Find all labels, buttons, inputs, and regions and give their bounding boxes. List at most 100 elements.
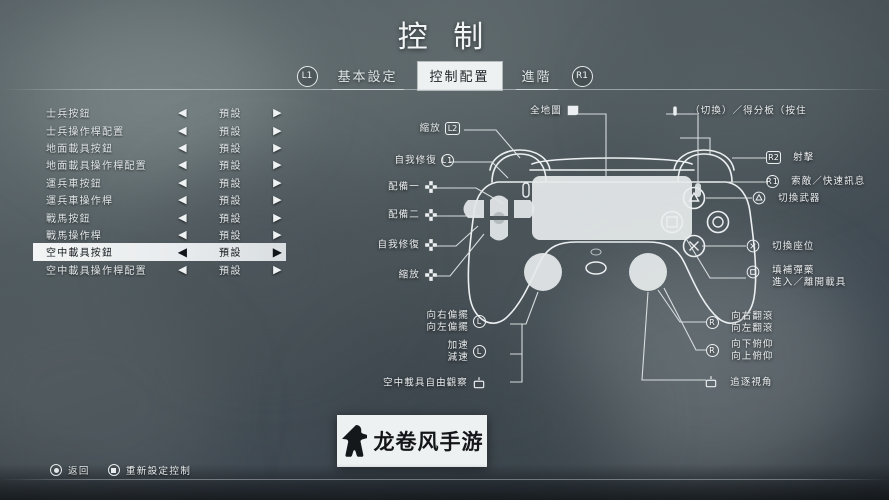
next-value-arrow-icon[interactable]: ▶ — [273, 106, 283, 120]
list-item-label: 士兵操作桿配置 — [46, 126, 125, 138]
list-item[interactable]: 戰馬操作桿 ◀ 預設 ▶ — [33, 226, 286, 243]
meeple-icon — [341, 425, 367, 457]
square-button-icon — [746, 265, 760, 279]
list-item-value: 預設 — [219, 265, 242, 277]
dpad-icon — [424, 268, 438, 282]
bottom-actions: 返回 重新設定控制 — [50, 463, 191, 477]
cross-button-icon — [746, 239, 760, 253]
face-buttons — [660, 186, 730, 258]
list-item-value: 預設 — [219, 248, 242, 260]
prev-value-arrow-icon[interactable]: ◀ — [177, 244, 189, 259]
list-item-value: 預設 — [219, 109, 242, 121]
settings-list: 士兵按鈕 ◀ 預設 ▶ 士兵操作桿配置 ◀ 預設 ▶ 地面載具按鈕 ◀ 預設 ▶… — [33, 104, 286, 278]
touchpad-shape — [532, 176, 692, 240]
prev-value-arrow-icon[interactable]: ◀ — [178, 175, 188, 189]
list-item-value: 預設 — [219, 230, 242, 242]
list-item-value: 預設 — [219, 143, 242, 155]
next-value-arrow-icon[interactable]: ▶ — [273, 193, 283, 207]
callout-yaw: 向右偏擺 向左偏擺 L — [390, 310, 486, 333]
callout-switch-seat: 切換座位 — [746, 239, 815, 253]
prev-value-arrow-icon[interactable]: ◀ — [178, 158, 188, 172]
left-stick-shape — [524, 253, 562, 291]
callout-resupply-text: 填補彈藥 進入／離開載具 — [772, 265, 847, 288]
leader-lines-left — [436, 129, 539, 383]
next-value-arrow-icon[interactable]: ▶ — [273, 210, 283, 224]
list-item[interactable]: 戰馬按鈕 ◀ 預設 ▶ — [33, 208, 286, 225]
callout-free-look: 空中載具自由觀察 — [338, 376, 486, 390]
right-stick-shape — [629, 253, 667, 291]
next-value-arrow-icon[interactable]: ▶ — [273, 158, 283, 172]
callout-zoom-dpad: 縮放 — [334, 268, 438, 282]
list-item[interactable]: 空中載具操作桿配置 ◀ 預設 ▶ — [33, 261, 286, 278]
next-value-arrow-icon[interactable]: ▶ — [273, 262, 283, 276]
right-stick-icon: R — [706, 316, 719, 329]
tab-basic-settings[interactable]: 基本設定 — [325, 62, 409, 90]
list-item-selected[interactable]: 空中載具按鈕 ◀ 預設 ▶ — [33, 243, 286, 261]
controller-diagram: 縮放 L2 自我修復 L1 配備一 配備二 自我修復 縮放 — [377, 92, 880, 412]
callout-resupply-enter-vehicle: 填補彈藥 進入／離開載具 — [746, 265, 846, 288]
list-item-value: 預設 — [219, 178, 242, 190]
ps-circle-icon — [50, 464, 62, 476]
r2-button-icon: R2 — [766, 151, 781, 164]
tab-bar: L1 基本設定 控制配置 進階 R1 — [296, 62, 593, 90]
reset-controls-label: 重新設定控制 — [125, 466, 192, 477]
right-bumper-icon[interactable]: R1 — [571, 65, 593, 87]
list-item[interactable]: 地面載具按鈕 ◀ 預設 ▶ — [33, 139, 286, 156]
list-item[interactable]: 運兵車操作桿 ◀ 預設 ▶ — [33, 191, 286, 208]
watermark-text: 龙卷风手游 — [373, 430, 484, 454]
list-item-label: 運兵車操作桿 — [46, 196, 114, 208]
callout-gadget-two: 配備二 — [344, 208, 438, 222]
next-value-arrow-icon[interactable]: ▶ — [273, 123, 283, 137]
tab-control-config[interactable]: 控制配置 — [417, 62, 502, 90]
back-button[interactable]: 返回 — [50, 463, 90, 477]
back-button-label: 返回 — [68, 466, 90, 477]
reset-controls-button[interactable]: 重新設定控制 — [107, 463, 192, 477]
tab-advanced[interactable]: 進階 — [510, 62, 564, 90]
callout-pitch: R 向下俯仰 向上俯仰 — [706, 339, 774, 362]
list-item-label: 運兵車按鈕 — [46, 178, 102, 190]
triangle-button-icon — [752, 191, 766, 205]
list-item[interactable]: 地面載具操作桿配置 ◀ 預設 ▶ — [33, 156, 286, 173]
prev-value-arrow-icon[interactable]: ◀ — [178, 123, 188, 137]
callout-pitch-text: 向下俯仰 向上俯仰 — [731, 339, 774, 362]
left-bumper-icon[interactable]: L1 — [296, 65, 318, 87]
controller-svg — [436, 113, 766, 383]
right-stick-icon: R — [706, 344, 719, 357]
callout-zoom-l2: 縮放 L2 — [370, 122, 460, 135]
list-item[interactable]: 士兵按鈕 ◀ 預設 ▶ — [33, 104, 286, 121]
page-title: 控 制 — [397, 20, 492, 55]
list-item[interactable]: 士兵操作桿配置 ◀ 預設 ▶ — [33, 121, 286, 138]
dpad-shape — [463, 195, 535, 241]
list-item-label: 地面載具按鈕 — [46, 143, 114, 155]
dpad-icon — [424, 208, 438, 222]
callout-chase-camera: 追逐視角 — [704, 375, 773, 389]
callout-roll-text: 向右翻滾 向左翻滾 — [731, 311, 774, 334]
watermark-logo: 龙卷风手游 — [337, 415, 487, 467]
r1-button-icon: R1 — [766, 175, 779, 188]
list-item-label: 地面載具操作桿配置 — [46, 161, 147, 173]
prev-value-arrow-icon[interactable]: ◀ — [178, 262, 188, 276]
list-item-label: 空中載具按鈕 — [46, 248, 114, 260]
next-value-arrow-icon[interactable]: ▶ — [273, 140, 283, 154]
next-value-arrow-icon[interactable]: ▶ — [273, 175, 283, 189]
leader-lines-right — [641, 137, 766, 381]
prev-value-arrow-icon[interactable]: ◀ — [178, 193, 188, 207]
callout-throttle: 加速 減速 L — [390, 340, 486, 363]
callout-yaw-text: 向右偏擺 向左偏擺 — [426, 310, 469, 333]
bottom-divider — [0, 479, 889, 480]
next-value-arrow-icon[interactable]: ▶ — [272, 244, 284, 259]
next-value-arrow-icon[interactable]: ▶ — [273, 227, 283, 241]
bottom-bar — [0, 464, 889, 500]
list-item[interactable]: 運兵車按鈕 ◀ 預設 ▶ — [33, 174, 286, 191]
prev-value-arrow-icon[interactable]: ◀ — [178, 227, 188, 241]
prev-value-arrow-icon[interactable]: ◀ — [178, 210, 188, 224]
dpad-icon — [424, 180, 438, 194]
callout-options: （切換）／得分板（按住 — [668, 104, 807, 118]
prev-value-arrow-icon[interactable]: ◀ — [178, 106, 188, 120]
callout-self-repair-dpad: 自我修復 — [334, 238, 438, 252]
list-item-label: 士兵按鈕 — [46, 109, 91, 121]
callout-full-map: 全地圖 — [498, 104, 580, 118]
prev-value-arrow-icon[interactable]: ◀ — [178, 140, 188, 154]
callout-gadget-one: 配備一 — [344, 180, 438, 194]
callout-roll: R 向右翻滾 向左翻滾 — [706, 311, 774, 334]
